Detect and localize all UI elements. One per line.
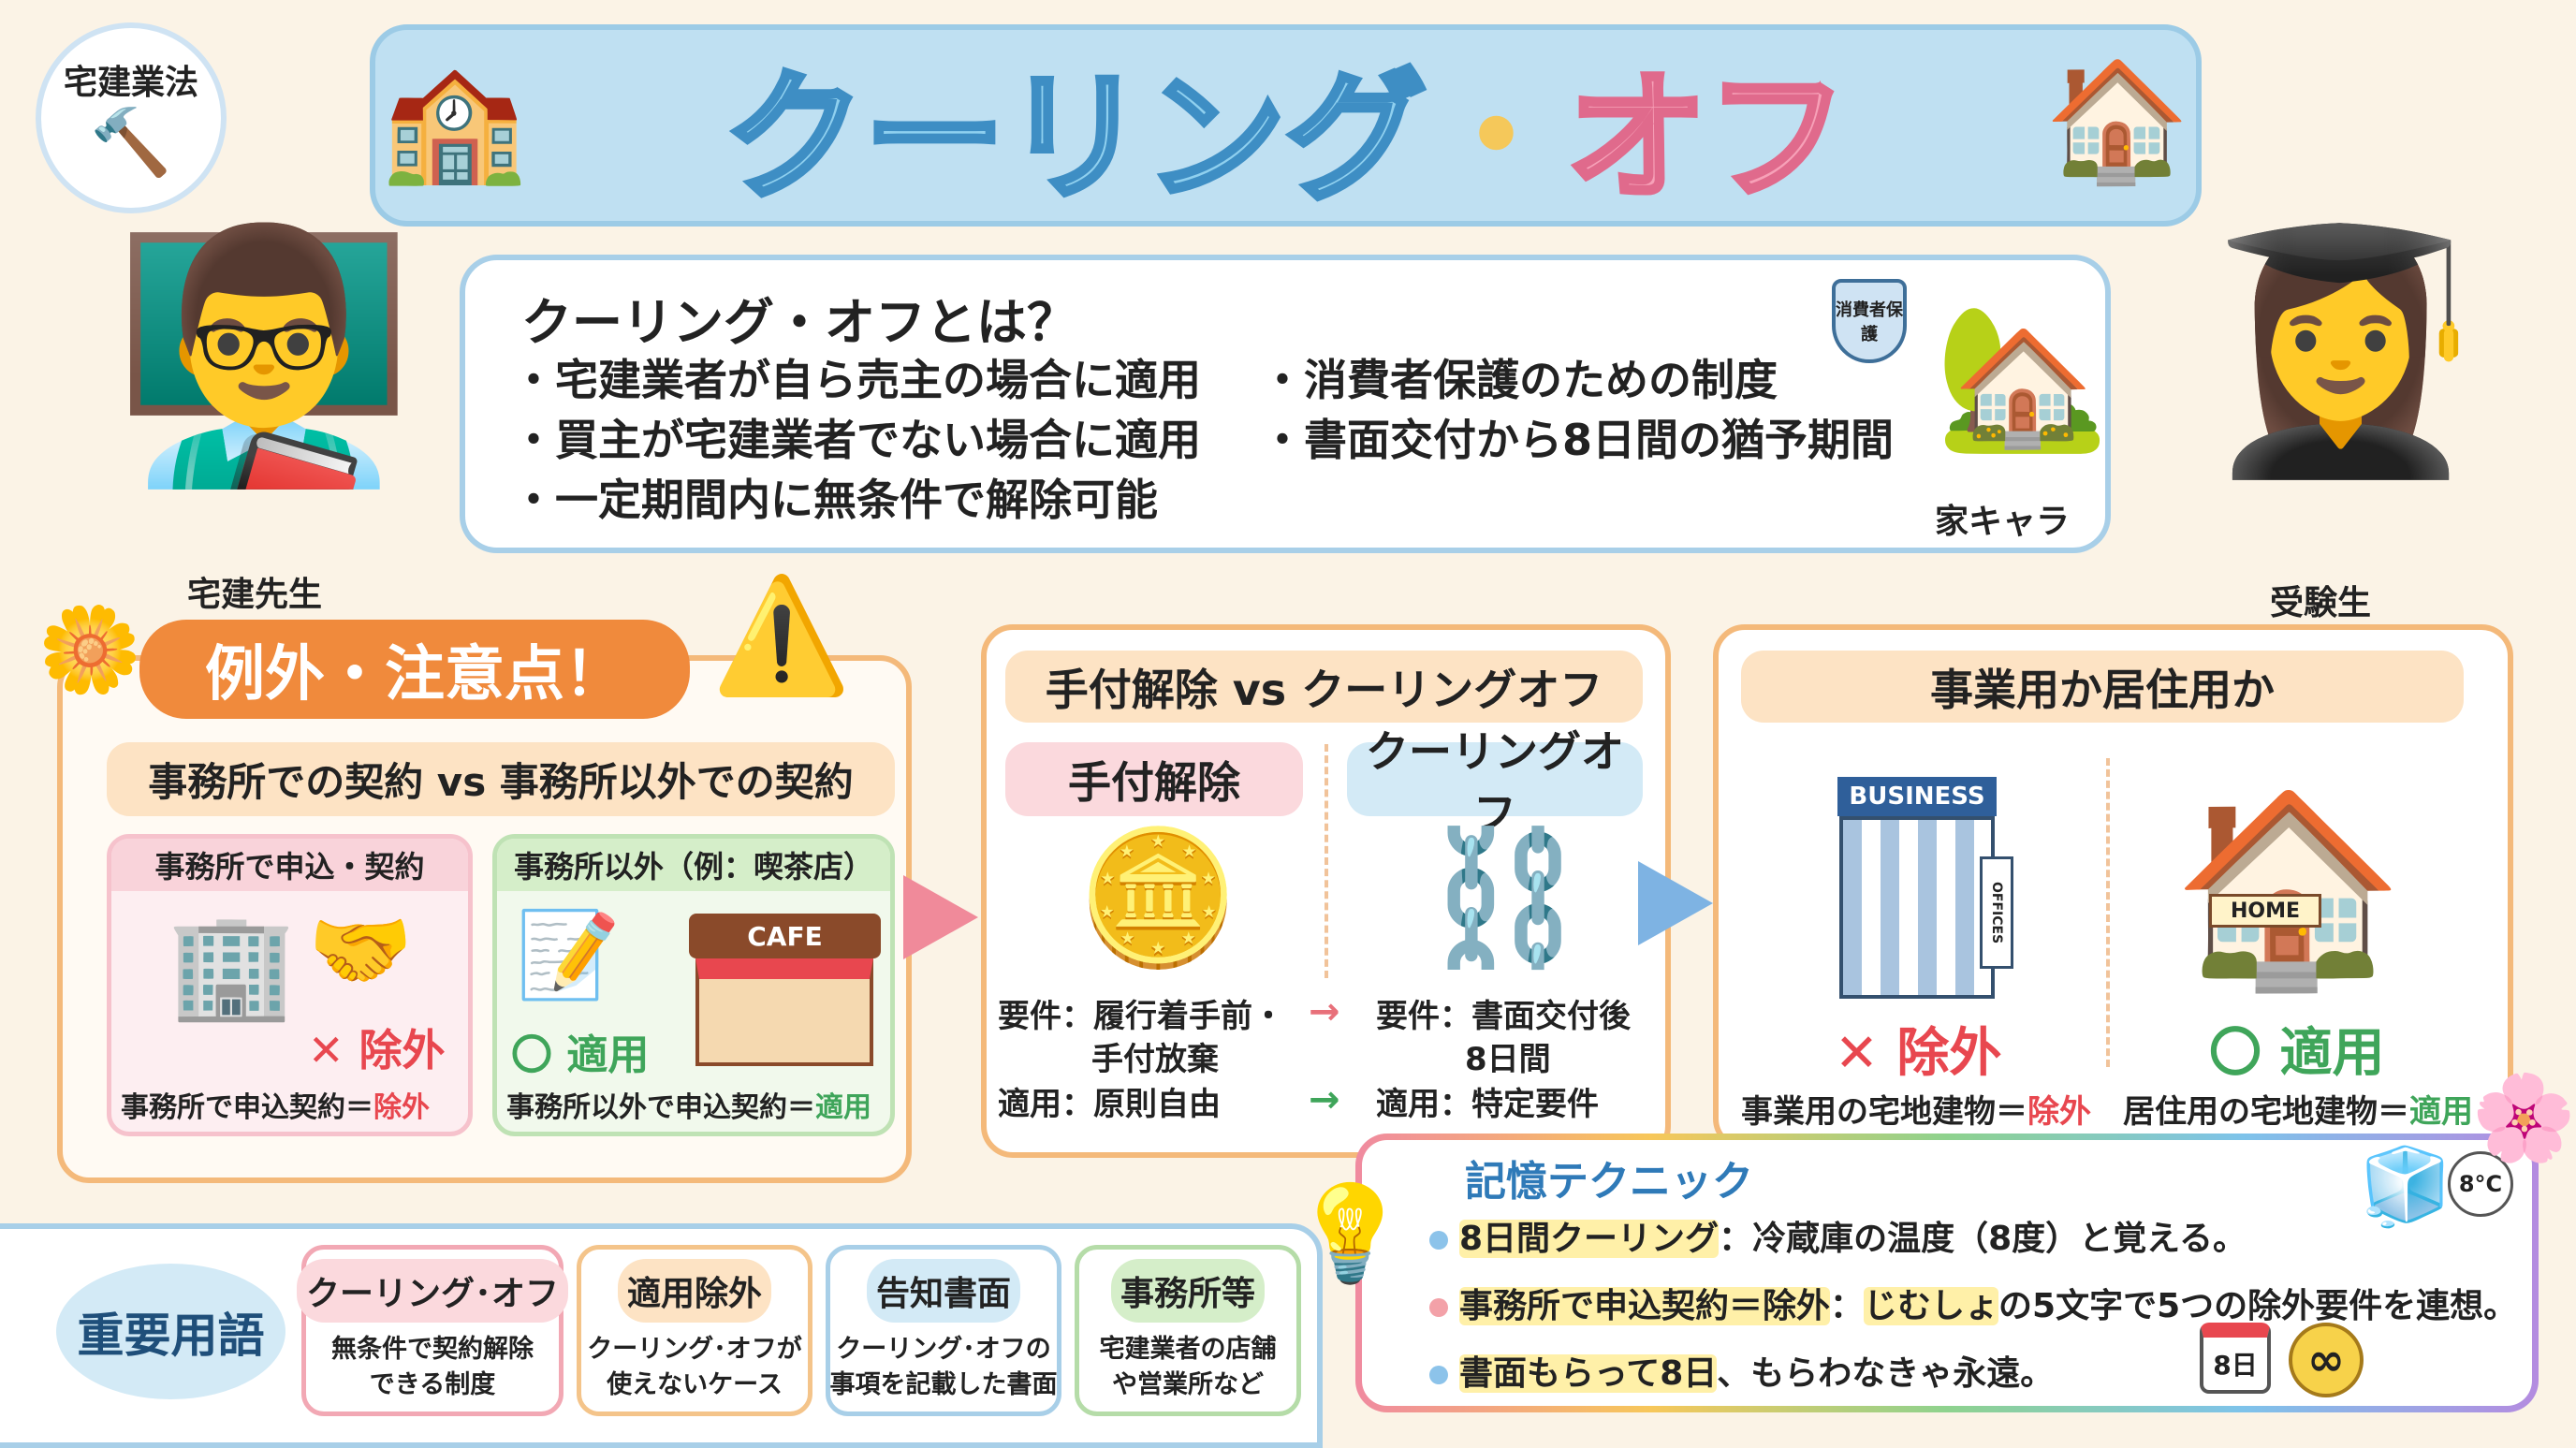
house-mascot-icon: 🏡 (1935, 296, 2110, 459)
title-banner: 🏫 クーリング・オフ 🏠 (370, 24, 2202, 227)
home-caption: 居住用の宅地建物＝適用 (2123, 1093, 2473, 1131)
document-icon: 📝 (516, 906, 622, 1004)
divider (2106, 758, 2110, 1067)
definition-left-list: ・宅建業者が自ら売主の場合に適用 ・買主が宅建業者でない場合に適用 ・一定期間内… (512, 350, 1201, 530)
coins-icon: 🪙 (1076, 822, 1240, 974)
offices-sign: OFFICES (1980, 856, 2013, 969)
page-title: クーリング・オフ (721, 54, 1850, 223)
term-card: 適用除外クーリング･オフが使えないケース (577, 1245, 812, 1416)
mascot-label: 家キャラ (1935, 503, 2071, 541)
comparison-header: 手付解除 vs クーリングオフ (1005, 651, 1643, 723)
outside-caption: 事務所以外で申込契約＝適用 (506, 1091, 871, 1124)
office-caption: 事務所で申込契約＝除外 (121, 1091, 430, 1124)
calendar-icon: 8日 (2200, 1323, 2271, 1394)
definition-bubble: クーリング・オフとは？ ・宅建業者が自ら売主の場合に適用 ・買主が宅建業者でない… (460, 255, 2111, 553)
arrow-icon: → (1309, 1078, 1340, 1121)
business-caption: 事業用の宅地建物＝除外 (1741, 1093, 2091, 1131)
office-contract-card: 事務所で申込・契約 🏢 🤝 ✕ 除外 事務所で申込契約＝除外 (107, 834, 473, 1136)
exclude-mark: ✕ 除外 (1835, 1023, 2002, 1084)
cooling-off-title: クーリングオフ (1347, 726, 1643, 839)
arrow-right-icon (903, 875, 978, 959)
definition-point: ・書面交付から8日間の猶予期間 (1261, 415, 1895, 465)
outside-office-card: 事務所以外（例：喫茶店） 📝 CAFE 〇 適用 事務所以外で申込契約＝適用 (492, 834, 895, 1136)
exceptions-subheader: 事務所での契約 vs 事務所以外での契約 (107, 742, 895, 816)
house-icon: 🏠 (2044, 53, 2190, 189)
warning-icon: ⚠️ (711, 571, 852, 701)
student-character-icon: 👩‍🎓 (2195, 214, 2487, 487)
flower-icon: 🌼 (37, 601, 143, 699)
definition-point: ・一定期間内に無条件で解除可能 (512, 475, 1158, 525)
fridge-icon: 🧊 (2359, 1143, 2452, 1230)
handshake-icon: 🤝 (308, 901, 414, 1000)
infinity-icon: ∞ (2289, 1323, 2364, 1397)
teacher-character-icon: 👨‍🏫 (112, 214, 416, 497)
broken-chain-icon: ⛓️ (1423, 822, 1587, 974)
arrow-icon: → (1309, 990, 1340, 1033)
memory-technique-box: 💡 記憶テクニック 8日間クーリング：冷蔵庫の温度（8度）と覚える。 事務所で申… (1292, 1134, 2539, 1412)
shield-icon: 消費者保護 (1832, 279, 1907, 363)
key-terms-label: 重要用語 (56, 1264, 285, 1399)
office-building-icon: 🏢 (168, 905, 296, 1025)
teacher-label: 宅建先生 (187, 576, 323, 614)
definition-point: ・宅建業者が自ら売主の場合に適用 (512, 355, 1201, 405)
memory-item: 8日間クーリング：冷蔵庫の温度（8度）と覚える。 (1429, 1211, 2247, 1260)
temperature-bubble: 8°C (2448, 1151, 2513, 1217)
card-title: 事務所で申込・契約 (111, 839, 468, 891)
flower-icon: 🌸 (2471, 1069, 2576, 1167)
business-sign: BUSINESS (1837, 777, 1997, 816)
earnest-money-text: 要件：履行着手前・手付放棄適用：原則自由 (998, 998, 1284, 1123)
cafe-icon (695, 958, 873, 1066)
home-icon: 🏠 (2172, 780, 2406, 998)
office-building-icon (1839, 816, 1995, 999)
definition-right-list: ・消費者保護のための制度 ・書面交付から8日間の猶予期間 (1261, 350, 1894, 470)
memory-item: 書面もらって8日、もらわなきゃ永遠。 (1429, 1346, 2054, 1395)
school-icon: 🏫 (381, 53, 527, 189)
earnest-money-title: 手付解除 (1005, 742, 1303, 816)
apply-mark: 〇 適用 (2209, 1023, 2385, 1084)
memory-item: 事務所で申込契約＝除外：じむしょの5文字で5つの除外要件を連想。 (1429, 1279, 2517, 1327)
apply-mark: 〇 適用 (511, 1031, 650, 1079)
card-title: 事務所以外（例：喫茶店） (497, 839, 890, 891)
divider (1325, 744, 1328, 978)
badge-label: 宅建業法 (63, 63, 198, 102)
definition-heading: クーリング・オフとは？ (521, 293, 1077, 352)
usage-header: 事業用か居住用か (1741, 651, 2464, 723)
cafe-sign: CAFE (689, 914, 881, 958)
home-sign: HOME (2209, 894, 2321, 928)
arrow-right-icon (1638, 861, 1713, 945)
topic-badge: 宅建業法 🔨 (36, 22, 227, 213)
definition-point: ・消費者保護のための制度 (1261, 355, 1778, 405)
term-card: 告知書面クーリング･オフの事項を記載した書面 (826, 1245, 1061, 1416)
term-card: 事務所等宅建業者の店舗や営業所など (1075, 1245, 1301, 1416)
student-label: 受験生 (2270, 584, 2372, 622)
exclude-mark: ✕ 除外 (308, 1025, 446, 1075)
gavel-icon: 🔨 (90, 103, 172, 181)
term-card: クーリング･オフ無条件で契約解除できる制度 (297, 1245, 569, 1416)
exceptions-header: 例外・注意点！ (139, 620, 690, 719)
definition-point: ・買主が宅建業者でない場合に適用 (512, 415, 1201, 465)
memory-title: 記憶テクニック (1465, 1158, 1753, 1206)
